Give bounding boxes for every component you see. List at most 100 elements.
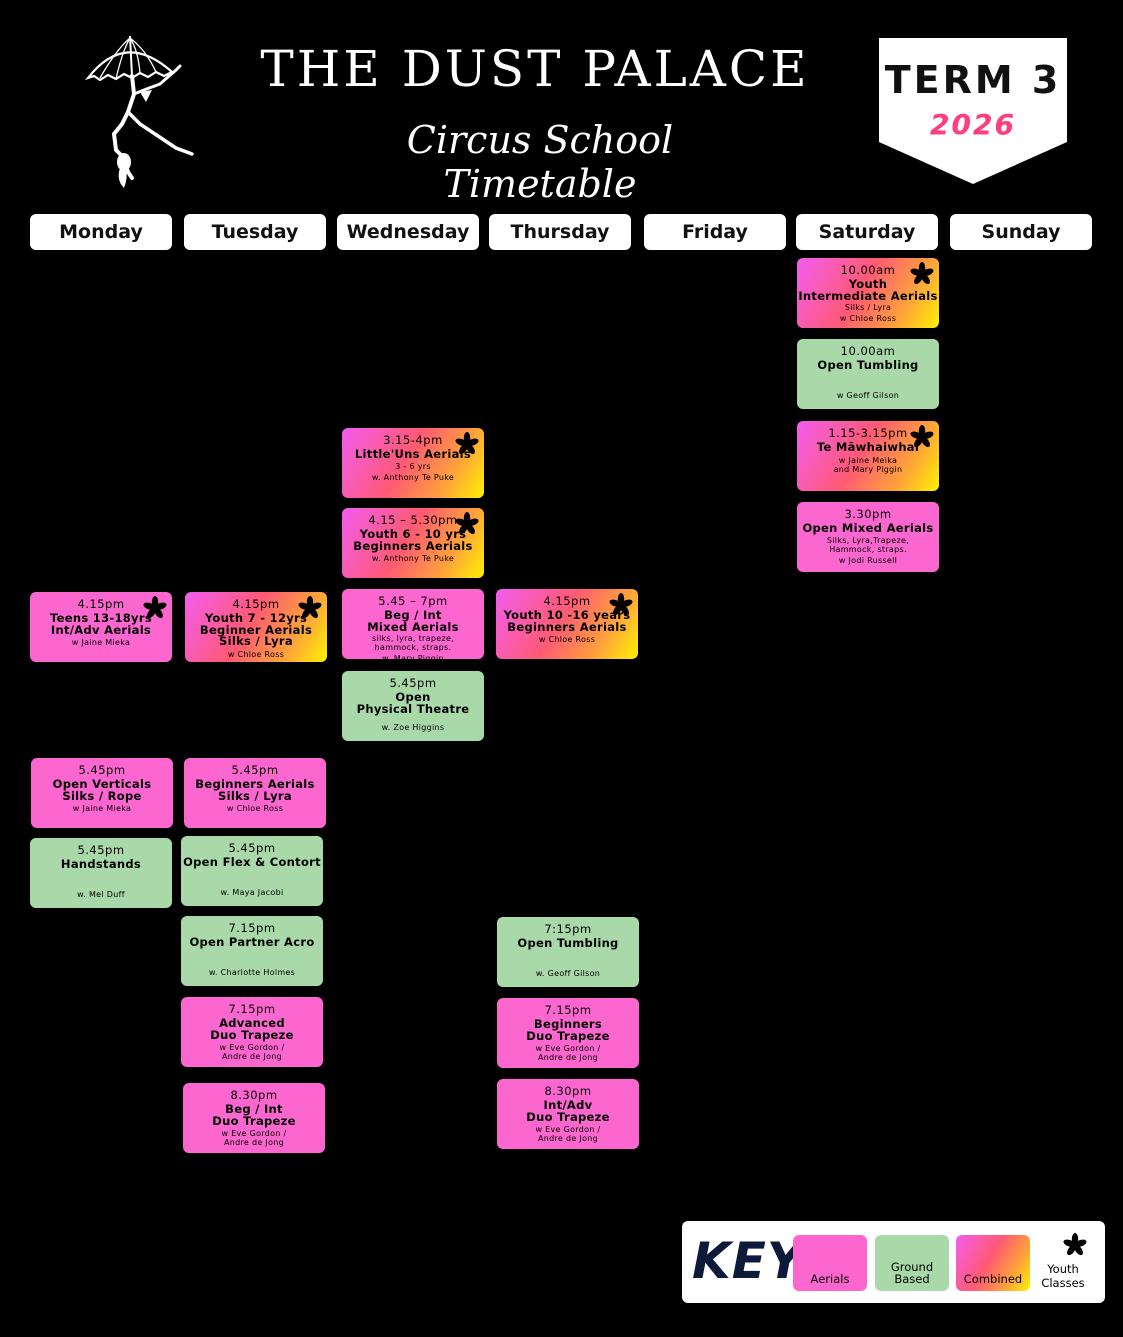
- class-time: 8.30pm: [230, 1088, 278, 1102]
- class-title: Open Tumbling: [517, 936, 619, 950]
- class-title: Int/Adv Duo Trapeze: [526, 1098, 610, 1124]
- class-title: Open Flex & Contort: [183, 855, 321, 869]
- class-teacher: w Jodi Russell: [838, 555, 898, 565]
- class-title: Open Verticals Silks / Rope: [52, 777, 152, 803]
- class-title: Advanced Duo Trapeze: [210, 1016, 294, 1042]
- class-time: 5.45pm: [77, 843, 125, 857]
- class-teacher: w Geoff Gilson: [836, 391, 900, 400]
- key-aerials-swatch: Aerials: [793, 1235, 867, 1291]
- year-label: 2026: [930, 108, 1016, 141]
- class-details: Silks, Lyra,Trapeze, Hammock, straps.: [826, 535, 910, 554]
- class-time: 4.15pm: [77, 597, 125, 611]
- class-title: Beginners Duo Trapeze: [526, 1017, 610, 1043]
- class-details: silks, lyra, trapeze, hammock, straps.: [371, 634, 455, 652]
- class-time: 5.45pm: [78, 763, 126, 777]
- class-teacher: w. Geoff Gilson: [535, 969, 601, 978]
- class-time: 5.45 – 7pm: [378, 594, 448, 608]
- class-teacher: w Eve Gordon / Andre de Jong: [535, 1044, 601, 1062]
- term-badge: [879, 38, 1067, 184]
- day-header-friday: Friday: [644, 214, 786, 250]
- youth-asterisk-icon: [455, 432, 479, 455]
- term-label: TERM 3: [884, 58, 1062, 102]
- youth-asterisk-icon: [910, 262, 934, 285]
- class-title: Open Mixed Aerials: [802, 521, 934, 535]
- key-ground-swatch: Ground Based: [875, 1235, 949, 1291]
- class-time: 5.45pm: [389, 676, 437, 690]
- class-teacher: w Jaine Mieka: [71, 638, 131, 647]
- class-title: Te Māwhaiwhai: [816, 440, 920, 454]
- class-time: 4.15pm: [232, 597, 280, 611]
- class-details: 3 - 6 yrs: [395, 461, 431, 471]
- class-time: 4.15 – 5.30pm: [368, 513, 458, 527]
- youth-asterisk-icon: [609, 593, 633, 616]
- timetable-subtitle: Circus School Timetable: [406, 118, 674, 206]
- class-teacher: w. Charlotte Holmes: [208, 968, 296, 977]
- class-title: Youth 6 - 10 yrs Beginners Aerials: [353, 527, 473, 553]
- class-time: 3.15-4pm: [383, 433, 443, 447]
- class-title: Open Tumbling: [817, 358, 919, 372]
- class-time: 7.15pm: [228, 921, 276, 935]
- day-header-saturday: Saturday: [796, 214, 938, 250]
- class-time: 7.15pm: [228, 1002, 276, 1016]
- class-title: Beginners Aerials Silks / Lyra: [195, 777, 315, 803]
- class-teacher: w. Maya Jacobi: [220, 888, 284, 897]
- youth-asterisk-icon: [910, 425, 934, 448]
- class-title: Beg / Int Duo Trapeze: [212, 1102, 296, 1128]
- class-teacher: w Chloe Ross: [227, 649, 285, 659]
- class-title: Open Partner Acro: [189, 935, 315, 949]
- class-time: 4.15pm: [543, 594, 591, 608]
- day-header-thursday: Thursday: [489, 214, 631, 250]
- day-header-sunday: Sunday: [950, 214, 1092, 250]
- class-teacher: w Jaine Mieka: [72, 804, 132, 813]
- class-teacher: w Eve Gordon / Andre de Jong: [535, 1125, 601, 1143]
- class-details: Silks / Lyra: [844, 303, 892, 312]
- youth-asterisk-icon: [298, 596, 322, 619]
- class-time: 10.00am: [840, 263, 896, 277]
- class-time: 8.30pm: [544, 1084, 592, 1098]
- class-teacher: w Eve Gordon / Andre de Jong: [221, 1129, 287, 1147]
- youth-asterisk-icon: [143, 596, 167, 619]
- class-time: 3.30pm: [844, 507, 892, 521]
- class-time: 10.00am: [840, 344, 896, 358]
- key-combined-swatch: Combined: [956, 1235, 1030, 1291]
- class-title: Youth 10 -16 years Beginners Aerials: [503, 608, 631, 634]
- key-title: KEY: [692, 1232, 805, 1290]
- class-title: Handstands: [60, 857, 142, 871]
- school-title: THE DUST PALACE: [260, 40, 810, 98]
- aerialist-umbrella-logo: [84, 35, 194, 188]
- class-teacher: w Chloe Ross: [839, 314, 897, 323]
- class-teacher: w Chloe Ross: [226, 804, 284, 813]
- youth-asterisk-icon: [455, 512, 479, 535]
- class-time: 5.45pm: [231, 763, 279, 777]
- class-teacher: w. Mary Piggin: [382, 654, 444, 659]
- class-title: Youth 7 - 12yrs Beginner Aerials Silks /…: [199, 611, 313, 648]
- class-teacher: w Chloe Ross: [538, 635, 596, 644]
- class-time: 7:15pm: [544, 922, 592, 936]
- youth-asterisk-icon: [1063, 1233, 1087, 1256]
- class-teacher: w Jaine Meika and Mary Piggin: [833, 455, 903, 474]
- day-header-monday: Monday: [30, 214, 172, 250]
- class-teacher: w Eve Gordon / Andre de Jong: [219, 1043, 285, 1061]
- class-title: Teens 13-18yrs Int/Adv Aerials: [50, 611, 152, 637]
- day-header-tuesday: Tuesday: [184, 214, 326, 250]
- class-time: 1.15-3.15pm: [828, 426, 908, 440]
- class-title: Open Physical Theatre: [356, 690, 470, 716]
